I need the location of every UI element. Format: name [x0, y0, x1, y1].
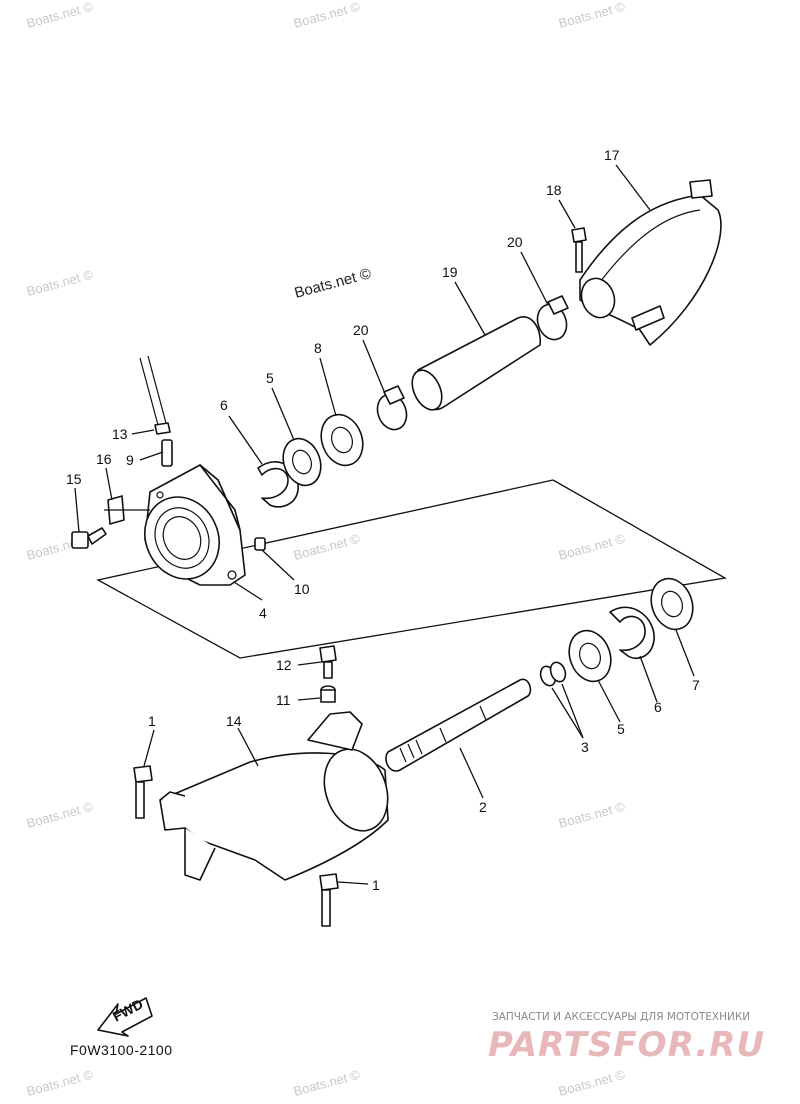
watermark: Boats.net © [292, 1067, 362, 1099]
watermark: Boats.net © [292, 0, 362, 31]
part-20-clamp-left [376, 385, 408, 431]
part-6-circlip-lower [609, 606, 655, 660]
footer-tagline: ЗАПЧАСТИ И АКСЕССУАРЫ ДЛЯ МОТОТЕХНИКИ [492, 1011, 750, 1023]
part-7-bearing [650, 577, 694, 631]
part-20-clamp-right [536, 295, 569, 341]
part-18-bolt [571, 227, 587, 273]
callout-13: 13 [112, 426, 128, 442]
part-14-housing [159, 711, 389, 881]
callout-14: 14 [226, 713, 242, 729]
callout-15: 15 [66, 471, 82, 487]
diagram-code: F0W3100-2100 [70, 1042, 173, 1058]
callout-4: 4 [259, 605, 267, 621]
watermark: Boats.net © [557, 1067, 627, 1099]
part-2-shaft [385, 678, 532, 772]
watermark-group: Boats.net © Boats.net © Boats.net © Boat… [25, 0, 627, 1099]
callout-9: 9 [126, 452, 134, 468]
callout-16: 16 [96, 451, 112, 467]
watermark: Boats.net © [557, 799, 627, 831]
fwd-arrow-icon: FWD [97, 996, 153, 1037]
leader-lines [74, 164, 695, 885]
part-5-bearing-upper [282, 437, 322, 487]
part-15-bolt [71, 527, 107, 549]
watermark: Boats.net © [25, 0, 95, 31]
callout-17: 17 [604, 147, 620, 163]
callout-1-upper: 1 [148, 713, 156, 729]
callout-6-upper: 6 [220, 397, 228, 413]
watermark: Boats.net © [25, 799, 95, 831]
part-11-collar [320, 685, 336, 703]
callout-20-left: 20 [353, 322, 369, 338]
callout-2: 2 [479, 799, 487, 815]
part-10-pin [254, 537, 266, 551]
callout-12: 12 [276, 657, 292, 673]
part-13-fitting [154, 422, 171, 435]
part-4-housing [144, 464, 246, 586]
part-19-hose [411, 316, 542, 411]
part-8-bearing [320, 413, 364, 467]
watermark: Boats.net © [25, 1067, 95, 1099]
callout-1-lower: 1 [372, 877, 380, 893]
part-1-bolt-lower [319, 873, 339, 927]
callout-5-lower: 5 [617, 721, 625, 737]
watermark: Boats.net © [25, 267, 95, 299]
callout-labels: 17 18 20 19 20 8 5 6 13 9 16 15 10 4 12 … [66, 147, 700, 893]
callout-5-upper: 5 [266, 370, 274, 386]
callout-8: 8 [314, 340, 322, 356]
part-17-bracket [579, 179, 722, 346]
part-3-o-rings [539, 661, 567, 687]
callout-10: 10 [294, 581, 310, 597]
footer-logo: PARTSFOR.RU [488, 1025, 765, 1065]
cable [139, 355, 167, 426]
watermark-main: Boats.net © [293, 265, 373, 302]
part-1-bolt-upper [133, 765, 153, 819]
part-12-bolt [319, 645, 337, 679]
watermark: Boats.net © [557, 531, 627, 563]
callout-20-right: 20 [507, 234, 523, 250]
part-9-fitting [161, 439, 173, 467]
callout-18: 18 [546, 182, 562, 198]
callout-7: 7 [692, 677, 700, 693]
callout-19: 19 [442, 264, 458, 280]
watermark: Boats.net © [557, 0, 627, 31]
callout-3: 3 [581, 739, 589, 755]
callout-11: 11 [276, 692, 291, 708]
part-5-bearing-lower [568, 629, 612, 683]
subassembly-frame [96, 479, 727, 659]
callout-6-lower: 6 [654, 699, 662, 715]
